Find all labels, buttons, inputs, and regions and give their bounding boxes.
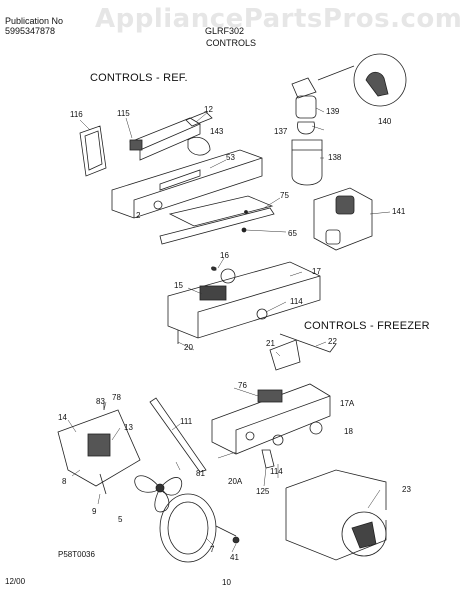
callout-53: 53 — [226, 153, 235, 162]
control-box-17 — [167, 261, 321, 344]
rod-111-part — [149, 397, 207, 473]
callout-14: 14 — [58, 413, 67, 422]
callout-9: 9 — [92, 507, 97, 516]
watermark: AppliancePartsPros.com — [95, 4, 463, 34]
callout-leaders — [67, 107, 391, 553]
valve-parts-139-138 — [291, 77, 323, 186]
footer-date: 12/00 — [5, 577, 26, 586]
callout-83: 83 — [96, 397, 105, 406]
control-housing-part — [111, 149, 263, 219]
callout-141: 141 — [392, 207, 406, 216]
callout-22: 22 — [328, 337, 337, 346]
callout-20A: 20A — [228, 477, 243, 486]
fan-blade-5 — [134, 475, 183, 513]
callout-21: 21 — [266, 339, 275, 348]
drawing-code: P58T0036 — [58, 550, 95, 559]
callout-12: 12 — [204, 105, 213, 114]
callout-140: 140 — [378, 117, 392, 126]
callout-18: 18 — [344, 427, 353, 436]
callout-65: 65 — [288, 229, 297, 238]
callout-41: 41 — [230, 553, 239, 562]
callout-23: 23 — [402, 485, 411, 494]
callout-114-frz: 114 — [270, 467, 283, 476]
publication-label: Publication No — [5, 16, 64, 26]
controls-ref-title: CONTROLS - REF. — [90, 72, 188, 84]
controls-freezer-title: CONTROLS - FREEZER — [304, 320, 430, 332]
publication-number: 5995347878 — [5, 26, 56, 36]
callout-16: 16 — [220, 251, 229, 260]
valve-assembly-141 — [313, 187, 373, 251]
callout-15: 15 — [174, 281, 183, 290]
callout-116: 116 — [70, 110, 83, 119]
callout-137: 137 — [274, 127, 288, 136]
callout-143: 143 — [210, 127, 224, 136]
detail-zoom-140 — [317, 53, 407, 107]
callout-8: 8 — [62, 477, 67, 486]
callout-labels: 116 115 12 143 53 139 137 138 140 75 65 … — [58, 105, 411, 562]
callout-125: 125 — [256, 487, 270, 496]
freezer-control-parts — [211, 333, 337, 469]
callout-139: 139 — [326, 107, 340, 116]
callout-114-ref: 114 — [290, 297, 303, 306]
callout-13: 13 — [124, 423, 133, 432]
page-number: 10 — [222, 578, 231, 587]
callout-115: 115 — [117, 109, 130, 118]
callout-17: 17 — [312, 267, 321, 276]
model-number: GLRF302 — [205, 26, 245, 36]
bracket-75-part — [159, 195, 275, 245]
freezer-part-23 — [285, 469, 387, 561]
callout-138: 138 — [328, 153, 342, 162]
callout-17A: 17A — [340, 399, 355, 408]
gasket-116-part — [79, 125, 107, 177]
section-title: CONTROLS — [206, 38, 257, 48]
callout-5: 5 — [118, 515, 123, 524]
callout-75: 75 — [280, 191, 289, 200]
callout-20: 20 — [184, 343, 193, 352]
switch-assembly-part — [129, 111, 213, 161]
callout-81: 81 — [196, 469, 205, 478]
callout-111: 111 — [180, 417, 193, 426]
callout-78: 78 — [112, 393, 121, 402]
callout-76: 76 — [238, 381, 247, 390]
callout-7: 7 — [210, 545, 215, 554]
callout-2: 2 — [136, 211, 141, 220]
freezer-bracket-parts — [57, 402, 141, 495]
fan-motor-7 — [159, 493, 240, 563]
